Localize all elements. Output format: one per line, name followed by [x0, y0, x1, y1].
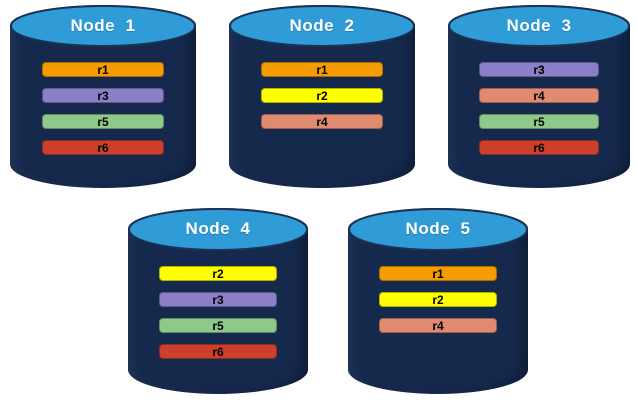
- shard-bar[interactable]: r2: [260, 88, 384, 103]
- node-label: Node 3: [506, 16, 572, 36]
- shard-bar[interactable]: r2: [378, 292, 498, 307]
- node-label: Node 4: [185, 219, 251, 239]
- shard-list: r1 r2 r4: [229, 62, 415, 129]
- shard-bar[interactable]: r3: [478, 62, 600, 77]
- shard-bar[interactable]: r5: [158, 318, 278, 333]
- cylinder-top-disc: [448, 5, 630, 48]
- cylinder-top-disc: [348, 208, 528, 251]
- node-3[interactable]: Node 3 r3 r4 r5 r6: [448, 5, 630, 188]
- cylinder-top-disc: [128, 208, 308, 251]
- shard-list: r1 r3 r5 r6: [10, 62, 196, 155]
- shard-bar[interactable]: r6: [41, 140, 165, 155]
- node-label: Node 2: [289, 16, 355, 36]
- node-label: Node 1: [70, 16, 136, 36]
- shard-list: r2 r3 r5 r6: [128, 266, 308, 359]
- shard-bar[interactable]: r6: [478, 140, 600, 155]
- shard-bar[interactable]: r3: [41, 88, 165, 103]
- shard-list: r1 r2 r4: [348, 266, 528, 333]
- node-5[interactable]: Node 5 r1 r2 r4: [348, 208, 528, 394]
- shard-bar[interactable]: r3: [158, 292, 278, 307]
- shard-bar[interactable]: r1: [260, 62, 384, 77]
- shard-bar[interactable]: r4: [260, 114, 384, 129]
- shard-bar[interactable]: r6: [158, 344, 278, 359]
- shard-list: r3 r4 r5 r6: [448, 62, 630, 155]
- node-label: Node 5: [405, 219, 471, 239]
- shard-bar[interactable]: r4: [378, 318, 498, 333]
- shard-bar[interactable]: r2: [158, 266, 278, 281]
- node-2[interactable]: Node 2 r1 r2 r4: [229, 5, 415, 188]
- shard-bar[interactable]: r1: [41, 62, 165, 77]
- shard-bar[interactable]: r4: [478, 88, 600, 103]
- node-4[interactable]: Node 4 r2 r3 r5 r6: [128, 208, 308, 394]
- shard-bar[interactable]: r5: [478, 114, 600, 129]
- cylinder-top-disc: [229, 5, 415, 48]
- shard-bar[interactable]: r1: [378, 266, 498, 281]
- shard-bar[interactable]: r5: [41, 114, 165, 129]
- cylinder-top-disc: [10, 5, 196, 48]
- node-1[interactable]: Node 1 r1 r3 r5 r6: [10, 5, 196, 188]
